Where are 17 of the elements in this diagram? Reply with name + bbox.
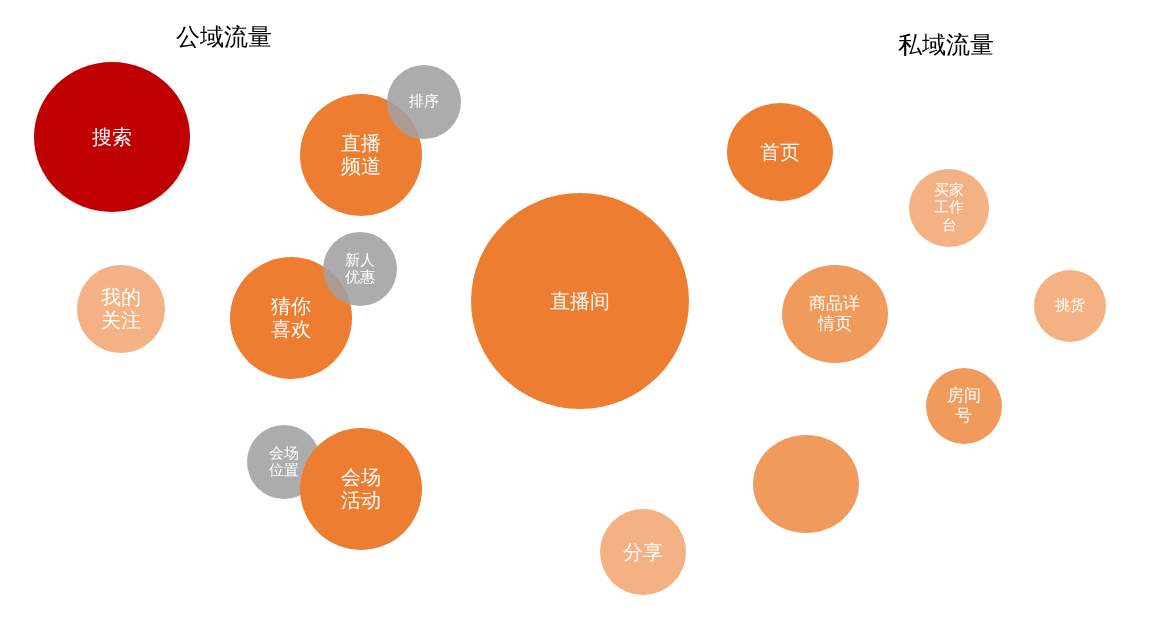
bubble-label: 直播间	[550, 289, 610, 313]
section-heading: 公域流量	[176, 22, 272, 53]
bubble-label: 我的关注	[100, 286, 142, 332]
section-heading: 私域流量	[898, 30, 994, 61]
bubble-label: 新人优惠	[344, 251, 376, 287]
bubble-label: 排序	[409, 93, 439, 111]
bubble-label: 商品详情页	[808, 294, 862, 334]
bubble-label: 会场位置	[268, 444, 300, 480]
bubble-label: 挑货	[1055, 297, 1085, 315]
bubble-label: 会场活动	[340, 466, 382, 512]
bubble-label: 买家工作台	[933, 182, 965, 234]
bubble-label: 分享	[623, 540, 663, 564]
bubble-label: 猜你喜欢	[270, 295, 312, 341]
bubble-label: 搜索	[92, 125, 132, 149]
bubble-label: 直播频道	[340, 132, 382, 178]
bubble-label: 首页	[760, 140, 800, 164]
bubble-label: 房间号	[946, 386, 982, 426]
